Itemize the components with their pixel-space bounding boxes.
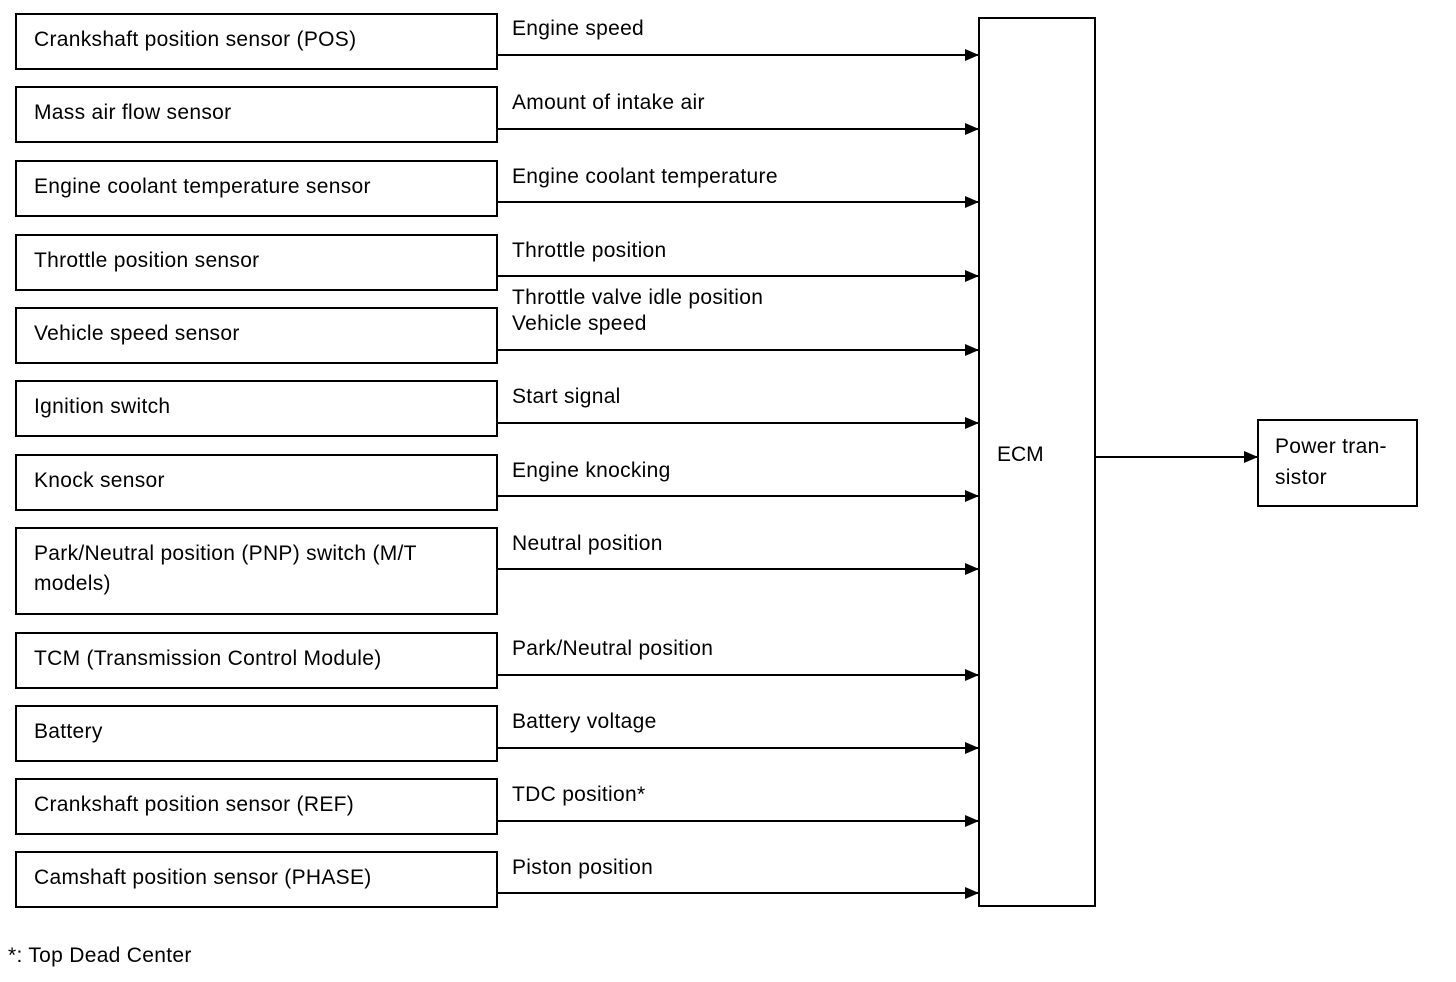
signal-label-park-neutral: Park/Neutral position	[512, 637, 714, 660]
signal-label-throttle-position: Throttle position	[512, 239, 667, 262]
signal-label-vehicle-speed: Vehicle speed	[512, 312, 647, 335]
sensor-box-battery: Battery	[15, 705, 498, 762]
sensor-box-tcm: TCM (Transmission Control Module)	[15, 632, 498, 689]
power-transistor-label: Power tran- sistor	[1275, 435, 1387, 489]
sensor-label: Mass air flow sensor	[34, 101, 232, 124]
sensor-box-ignition-switch: Ignition switch	[15, 380, 498, 437]
sensor-box-mass-air-flow: Mass air flow sensor	[15, 86, 498, 143]
sensor-box-crankshaft-ref: Crankshaft position sensor (REF)	[15, 778, 498, 835]
sensor-label: Ignition switch	[34, 395, 171, 418]
signal-label-coolant-temp: Engine coolant temperature	[512, 165, 778, 188]
signal-label-piston-position: Piston position	[512, 856, 654, 879]
sensor-label: Knock sensor	[34, 469, 165, 492]
sensor-box-coolant-temp: Engine coolant temperature sensor	[15, 160, 498, 217]
footnote: *: Top Dead Center	[8, 944, 192, 967]
ecm-label: ECM	[997, 443, 1044, 466]
sensor-label: Park/Neutral position (PNP) switch (M/T …	[34, 542, 417, 595]
sensor-box-camshaft-phase: Camshaft position sensor (PHASE)	[15, 851, 498, 908]
sensor-box-pnp-switch: Park/Neutral position (PNP) switch (M/T …	[15, 527, 498, 615]
signal-label-neutral-position: Neutral position	[512, 532, 663, 555]
sensor-label: Crankshaft position sensor (POS)	[34, 28, 357, 51]
sensor-box-crankshaft-pos: Crankshaft position sensor (POS)	[15, 13, 498, 70]
sensor-box-throttle-position: Throttle position sensor	[15, 234, 498, 291]
sensor-label: TCM (Transmission Control Module)	[34, 647, 382, 670]
ecm-box: ECM	[978, 17, 1096, 907]
signal-label-engine-knocking: Engine knocking	[512, 459, 671, 482]
sensor-box-knock-sensor: Knock sensor	[15, 454, 498, 511]
signal-label-start-signal: Start signal	[512, 385, 621, 408]
sensor-box-vehicle-speed: Vehicle speed sensor	[15, 307, 498, 364]
sensor-label: Battery	[34, 720, 103, 743]
sensor-label: Vehicle speed sensor	[34, 322, 240, 345]
sensor-label: Engine coolant temperature sensor	[34, 175, 371, 198]
signal-label-tdc-position: TDC position*	[512, 783, 646, 806]
signal-label-throttle-idle: Throttle valve idle position	[512, 286, 764, 309]
power-transistor-box: Power tran- sistor	[1257, 419, 1418, 507]
sensor-label: Crankshaft position sensor (REF)	[34, 793, 355, 816]
signal-label-battery-voltage: Battery voltage	[512, 710, 657, 733]
signal-label-engine-speed: Engine speed	[512, 17, 645, 40]
sensor-label: Throttle position sensor	[34, 249, 260, 272]
signal-label-intake-air: Amount of intake air	[512, 91, 705, 114]
sensor-label: Camshaft position sensor (PHASE)	[34, 866, 372, 889]
